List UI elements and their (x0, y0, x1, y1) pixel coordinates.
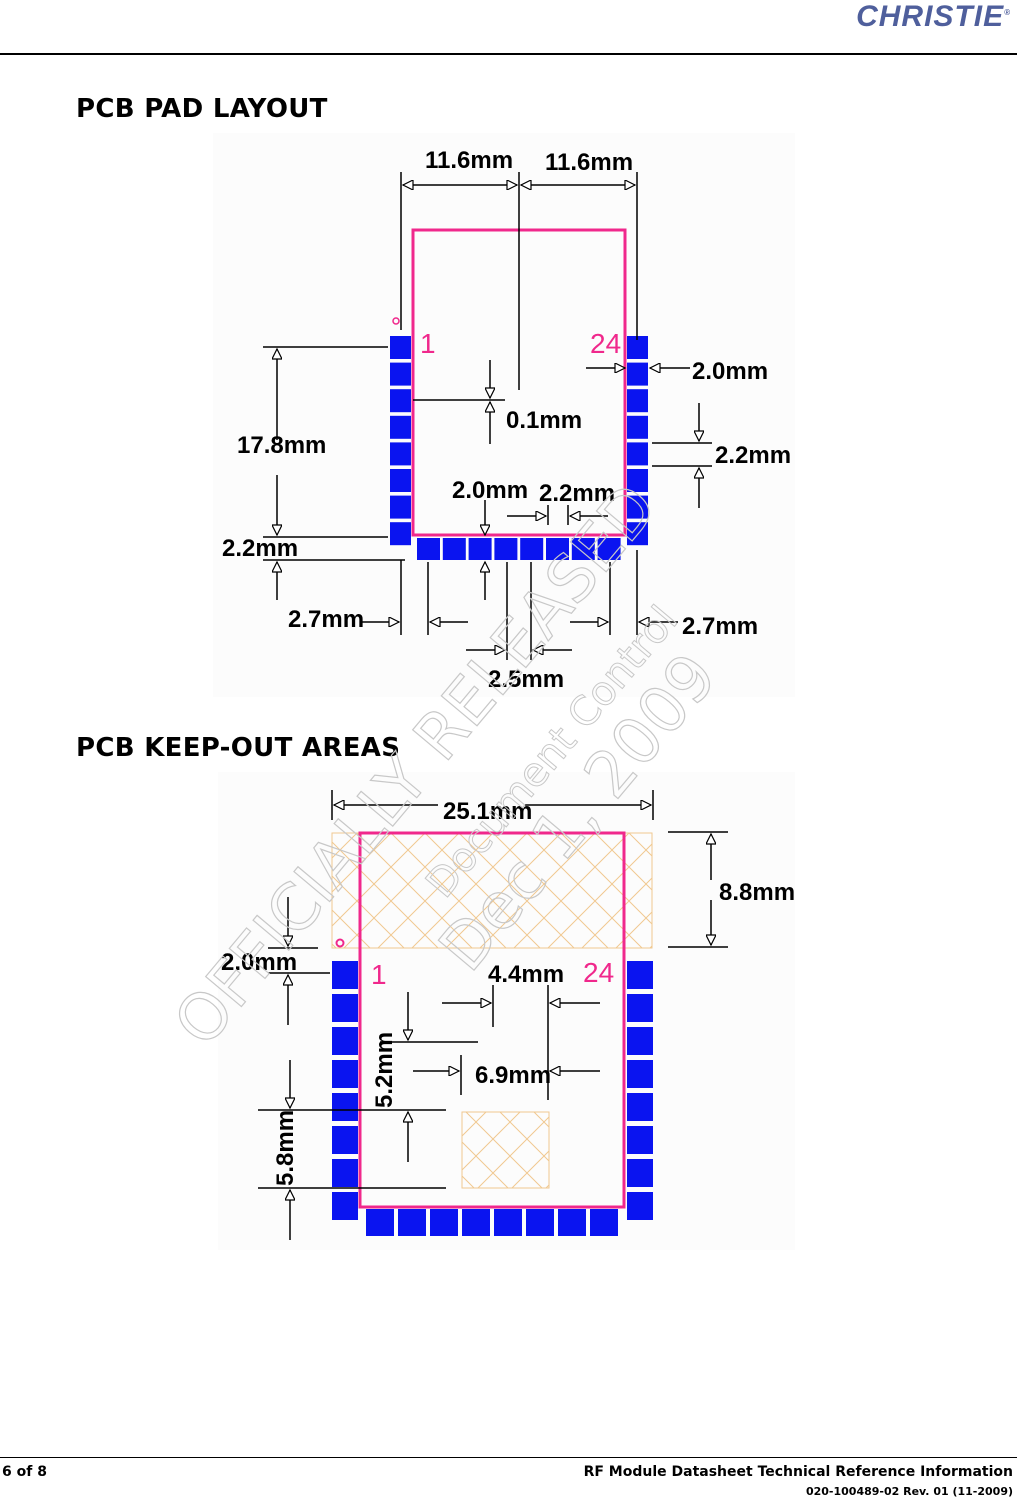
pad (442, 538, 466, 560)
logo-mark: ® (1004, 8, 1011, 17)
pin-last-label: 24 (590, 328, 621, 359)
pin1-marker (335, 938, 345, 948)
dim-top-right: 11.6mm (545, 149, 633, 176)
dim-bottom-pad: 2.0mm (452, 477, 528, 504)
dim-left-height: 17.8mm (237, 432, 326, 459)
pads (332, 961, 653, 1236)
logo-text: CHRISTIE (856, 0, 1005, 33)
pin1-marker (392, 317, 400, 325)
pad (627, 1159, 653, 1187)
pad (627, 336, 648, 359)
pad (627, 1060, 653, 1088)
pad (627, 1192, 653, 1220)
dim-inner-height: 5.2mm (371, 1032, 398, 1108)
footer-rule (0, 1457, 1017, 1458)
module-outline (358, 831, 626, 1209)
pad (520, 538, 544, 560)
dim-bottom-width: 2.5mm (488, 666, 564, 693)
dim-bottom-pitch: 2.2mm (539, 480, 615, 507)
pad (390, 495, 411, 519)
pad (627, 961, 653, 989)
dim-right-offset: 2.7mm (682, 613, 758, 640)
pad (390, 415, 411, 439)
pad (558, 1209, 586, 1236)
pad (627, 1093, 653, 1121)
pad (332, 994, 358, 1022)
pad (390, 442, 411, 466)
header-rule (0, 53, 1017, 55)
pad (390, 469, 411, 492)
dim-top-height: 8.8mm (719, 879, 795, 906)
pad (390, 389, 411, 413)
pad (398, 1209, 426, 1236)
pad (627, 442, 648, 466)
keepout-diagram: 1 24 25.1mm 8.8mm 2.0mm (218, 772, 795, 1250)
pad (417, 538, 440, 560)
pad (627, 1126, 653, 1154)
pad (627, 415, 648, 439)
pad (526, 1209, 554, 1236)
pin-first-label: 1 (371, 959, 387, 990)
pad (390, 336, 411, 359)
page-number: 6 of 8 (2, 1464, 47, 1480)
pad (332, 1126, 358, 1154)
dim-left-offset: 2.7mm (288, 606, 364, 633)
pad (390, 362, 411, 386)
pin-last-label: 24 (583, 957, 614, 988)
keepout-area-inner (461, 1111, 550, 1189)
footer-title: RF Module Datasheet Technical Reference … (583, 1464, 1013, 1480)
dim-top-left: 11.6mm (425, 147, 513, 174)
pad (332, 1027, 358, 1055)
pad-layout-diagram: 1 24 (213, 133, 795, 697)
christie-logo: CHRISTIE® (856, 0, 1011, 34)
pad (366, 1209, 394, 1236)
pad (332, 1093, 358, 1121)
pad (332, 1060, 358, 1088)
pad (462, 1209, 490, 1236)
pad (627, 1027, 653, 1055)
pad (494, 538, 518, 560)
pad (590, 1209, 618, 1236)
dim-right-pitch: 2.2mm (715, 442, 791, 469)
pin-first-label: 1 (420, 328, 436, 359)
dim-right-pad: 2.0mm (692, 358, 768, 385)
pad (571, 538, 595, 560)
pad (332, 961, 358, 989)
pads (390, 336, 648, 560)
dim-left-pitch: 2.2mm (222, 535, 298, 562)
pad (468, 538, 492, 560)
pad (494, 1209, 522, 1236)
pad (332, 1192, 358, 1220)
section-title-keepout: PCB KEEP-OUT AREAS (76, 733, 401, 763)
pad (332, 1159, 358, 1187)
pad (627, 389, 648, 413)
dim-lower-height: 5.8mm (272, 1110, 299, 1186)
pad (627, 495, 648, 519)
pad (627, 994, 653, 1022)
section-title-pad-layout: PCB PAD LAYOUT (76, 94, 328, 124)
dim-inner-width: 4.4mm (488, 961, 564, 988)
pad (627, 362, 648, 386)
dim-center: 0.1mm (506, 407, 582, 434)
dim-pad-offset: 2.0mm (221, 949, 297, 976)
doc-number: 020-100489-02 Rev. 01 (11-2009) (805, 1485, 1013, 1498)
dim-width: 25.1mm (443, 798, 532, 825)
pad (627, 469, 648, 492)
pad (430, 1209, 458, 1236)
dim-inner-span: 6.9mm (475, 1062, 551, 1089)
pad (627, 522, 648, 546)
pad (546, 538, 569, 560)
pad (390, 522, 411, 546)
pad (597, 538, 621, 560)
